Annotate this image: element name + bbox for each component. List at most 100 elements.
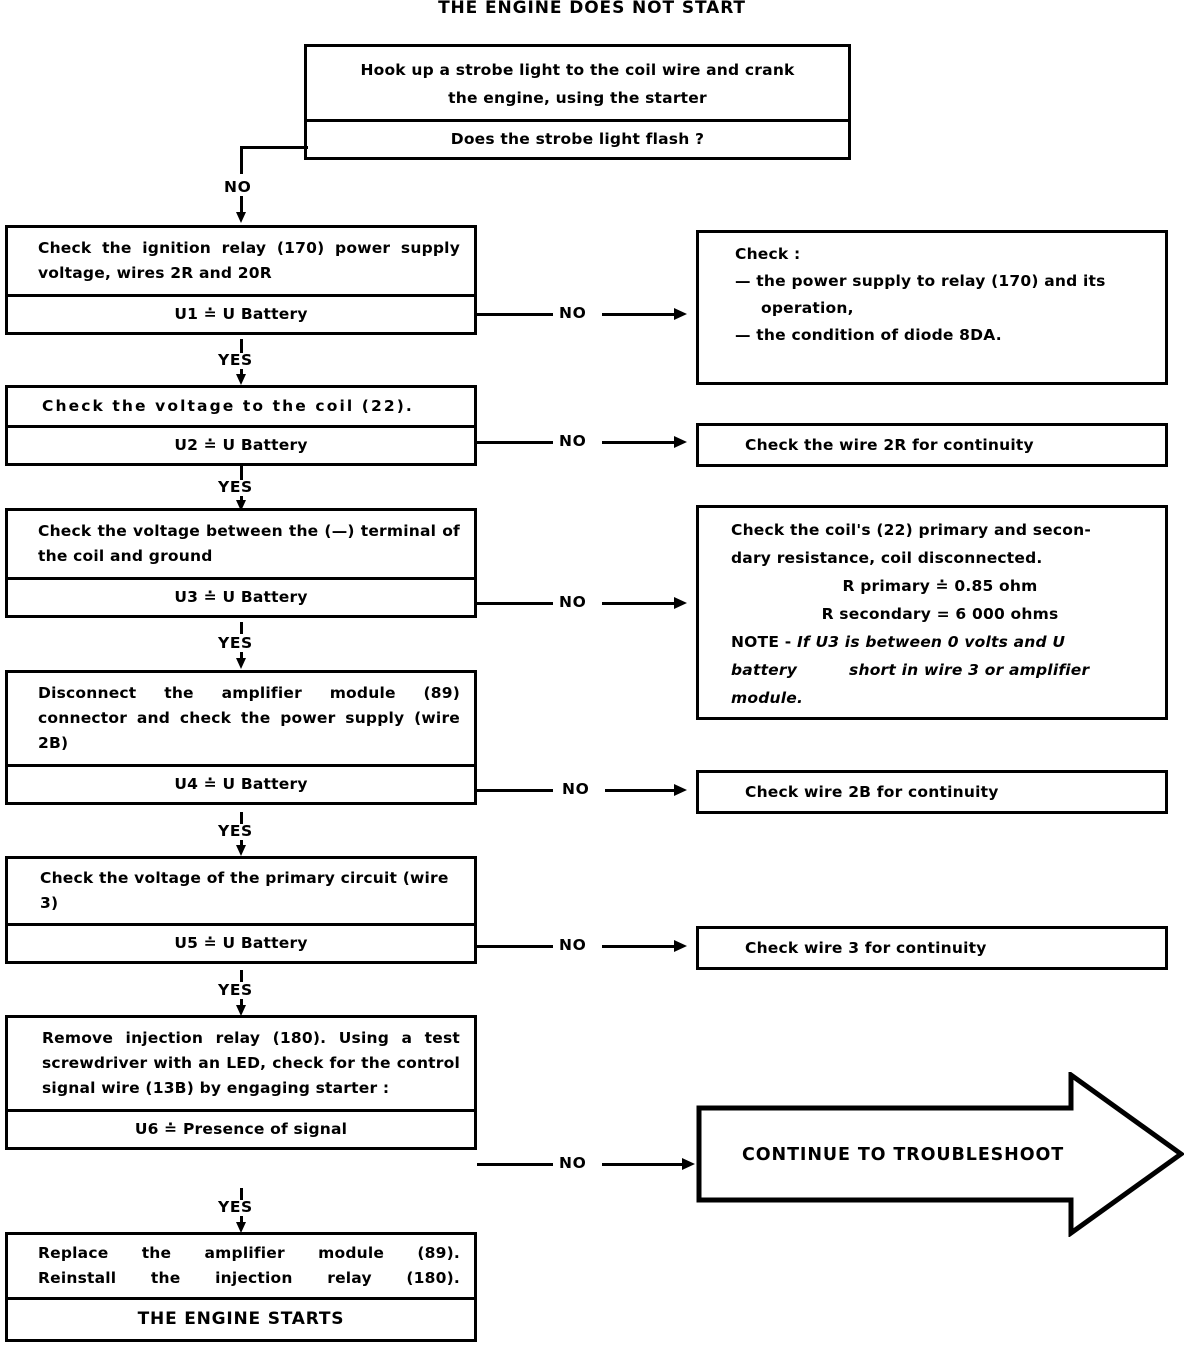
u6-no-arrowhead: [682, 1158, 695, 1170]
u1-yes-line-a: [240, 339, 243, 353]
start-no-horizontal: [240, 146, 308, 149]
box-divider: [8, 1297, 474, 1300]
step-u2-box: Check the voltage to the coil (22). U2 ≐…: [5, 385, 477, 466]
outcome-u3-r-secondary: R secondary = 6 000 ohms: [821, 605, 1059, 623]
step-u1-instruction: Check the ignition relay (170) power sup…: [38, 239, 460, 282]
u1-yes-arrowhead: [236, 374, 246, 385]
start-question: Does the strobe light flash ?: [450, 130, 705, 148]
u1-no-line-a: [477, 313, 553, 316]
u1-no-arrowhead: [674, 308, 687, 320]
box-divider: [307, 119, 848, 122]
outcome-u1-item-1: — the power supply to relay (170) and it…: [735, 272, 1106, 317]
u6-yes-line-b: [240, 1216, 243, 1226]
outcome-u3-note-line-3: short in wire 3 or amplifier: [849, 661, 1090, 679]
u1-yes-line-b: [240, 369, 243, 377]
outcome-u4-box: Check wire 2B for continuity: [696, 770, 1168, 814]
u6-yes-line-a: [240, 1188, 243, 1200]
u3-no-line-a: [477, 602, 553, 605]
u2-no-line-b: [602, 441, 676, 444]
u6-yes-label: YES: [218, 1198, 253, 1216]
u4-no-label: NO: [562, 780, 590, 798]
final-result: THE ENGINE STARTS: [137, 1309, 345, 1329]
u4-yes-label: YES: [218, 822, 253, 840]
start-instruction: Hook up a strobe light to the coil wire …: [360, 61, 795, 107]
outcome-u3-box: Check the coil's (22) primary and secon-…: [696, 505, 1168, 720]
u1-yes-label: YES: [218, 351, 253, 369]
step-u3-instruction: Check the voltage between the (—) termin…: [38, 522, 460, 565]
outcome-u3-note-line-1: If U3 is between 0 volts and U: [796, 633, 1066, 651]
outcome-u3-note-line-2: battery: [731, 661, 798, 679]
u6-no-label: NO: [559, 1154, 587, 1172]
box-divider: [8, 294, 474, 297]
continue-troubleshoot-arrow: CONTINUE TO TROUBLESHOOT: [696, 1070, 1184, 1238]
step-u4-box: Disconnect the amplifier module (89) con…: [5, 670, 477, 805]
page-title: THE ENGINE DOES NOT START: [438, 0, 746, 18]
u3-yes-arrowhead: [236, 658, 246, 669]
u3-no-arrowhead: [674, 597, 687, 609]
u2-yes-label: YES: [218, 478, 253, 496]
u5-yes-label: YES: [218, 981, 253, 999]
u5-no-label: NO: [559, 936, 587, 954]
step-u4-instruction: Disconnect the amplifier module (89) con…: [38, 684, 460, 752]
step-u4-condition: U4 ≐ U Battery: [174, 775, 308, 793]
outcome-u3-note-label: NOTE -: [731, 633, 797, 651]
final-box: Replace the amplifier module (89). Reins…: [5, 1232, 477, 1342]
outcome-u3-note-row-2: battery short in wire 3 or amplifier: [731, 656, 1149, 684]
outcome-u3-note: NOTE - If U3 is between 0 volts and U: [731, 628, 1149, 656]
step-u1-box: Check the ignition relay (170) power sup…: [5, 225, 477, 335]
step-u6-instruction: Remove injection relay (180). Using a te…: [42, 1029, 460, 1097]
start-no-arrowhead: [236, 212, 246, 223]
u4-yes-line-a: [240, 812, 243, 824]
u2-no-arrowhead: [674, 436, 687, 448]
box-divider: [8, 577, 474, 580]
outcome-u3-r-primary: R primary ≐ 0.85 ohm: [842, 577, 1038, 595]
u3-yes-label: YES: [218, 634, 253, 652]
step-u2-condition: U2 ≐ U Battery: [174, 436, 308, 454]
box-divider: [8, 425, 474, 428]
u3-no-label: NO: [559, 593, 587, 611]
outcome-u5-box: Check wire 3 for continuity: [696, 926, 1168, 970]
u6-no-line-b: [602, 1163, 684, 1166]
u4-no-arrowhead: [674, 784, 687, 796]
start-box: Hook up a strobe light to the coil wire …: [304, 44, 851, 160]
u3-yes-line-a: [240, 622, 243, 634]
u4-no-line-b: [605, 789, 676, 792]
start-no-label: NO: [224, 178, 252, 196]
outcome-u2-box: Check the wire 2R for continuity: [696, 423, 1168, 467]
u5-no-line-b: [602, 945, 676, 948]
u3-no-line-b: [602, 602, 676, 605]
outcome-u1-heading: Check :: [735, 245, 801, 263]
u6-yes-arrowhead: [236, 1222, 246, 1233]
step-u3-box: Check the voltage between the (—) termin…: [5, 508, 477, 618]
u3-yes-line-b: [240, 652, 243, 662]
u5-no-line-a: [477, 945, 553, 948]
u2-no-line-a: [477, 441, 553, 444]
u1-no-label: NO: [559, 304, 587, 322]
u2-yes-arrowhead: [236, 500, 246, 511]
step-u6-box: Remove injection relay (180). Using a te…: [5, 1015, 477, 1150]
arrow-shape: [696, 1070, 1184, 1238]
step-u1-condition: U1 ≐ U Battery: [174, 305, 308, 323]
final-instruction-line-2: Reinstall the injection relay (180).: [38, 1269, 460, 1287]
u2-yes-line-a: [240, 466, 243, 480]
outcome-u4-text: Check wire 2B for continuity: [745, 783, 999, 801]
step-u3-condition: U3 ≐ U Battery: [174, 588, 308, 606]
outcome-u5-text: Check wire 3 for continuity: [745, 939, 987, 957]
u5-no-arrowhead: [674, 940, 687, 952]
step-u2-instruction: Check the voltage to the coil (22).: [42, 397, 414, 415]
outcome-u3-line-1: Check the coil's (22) primary and secon-: [731, 521, 1091, 539]
u4-yes-arrowhead: [236, 845, 246, 856]
final-instruction-line-1: Replace the amplifier module (89).: [38, 1244, 460, 1262]
start-no-vertical-2: [240, 196, 243, 216]
outcome-u3-note-line-4: module.: [731, 689, 804, 707]
outcome-u3-line-2: dary resistance, coil disconnected.: [731, 549, 1043, 567]
step-u5-instruction: Check the voltage of the primary circuit…: [40, 869, 449, 912]
u5-yes-line-b: [240, 999, 243, 1009]
u5-yes-line-a: [240, 970, 243, 982]
u5-yes-arrowhead: [236, 1005, 246, 1016]
outcome-u1-box: Check : — the power supply to relay (170…: [696, 230, 1168, 385]
outcome-u1-item-2: — the condition of diode 8DA.: [735, 326, 1002, 344]
box-divider: [8, 923, 474, 926]
box-divider: [8, 764, 474, 767]
